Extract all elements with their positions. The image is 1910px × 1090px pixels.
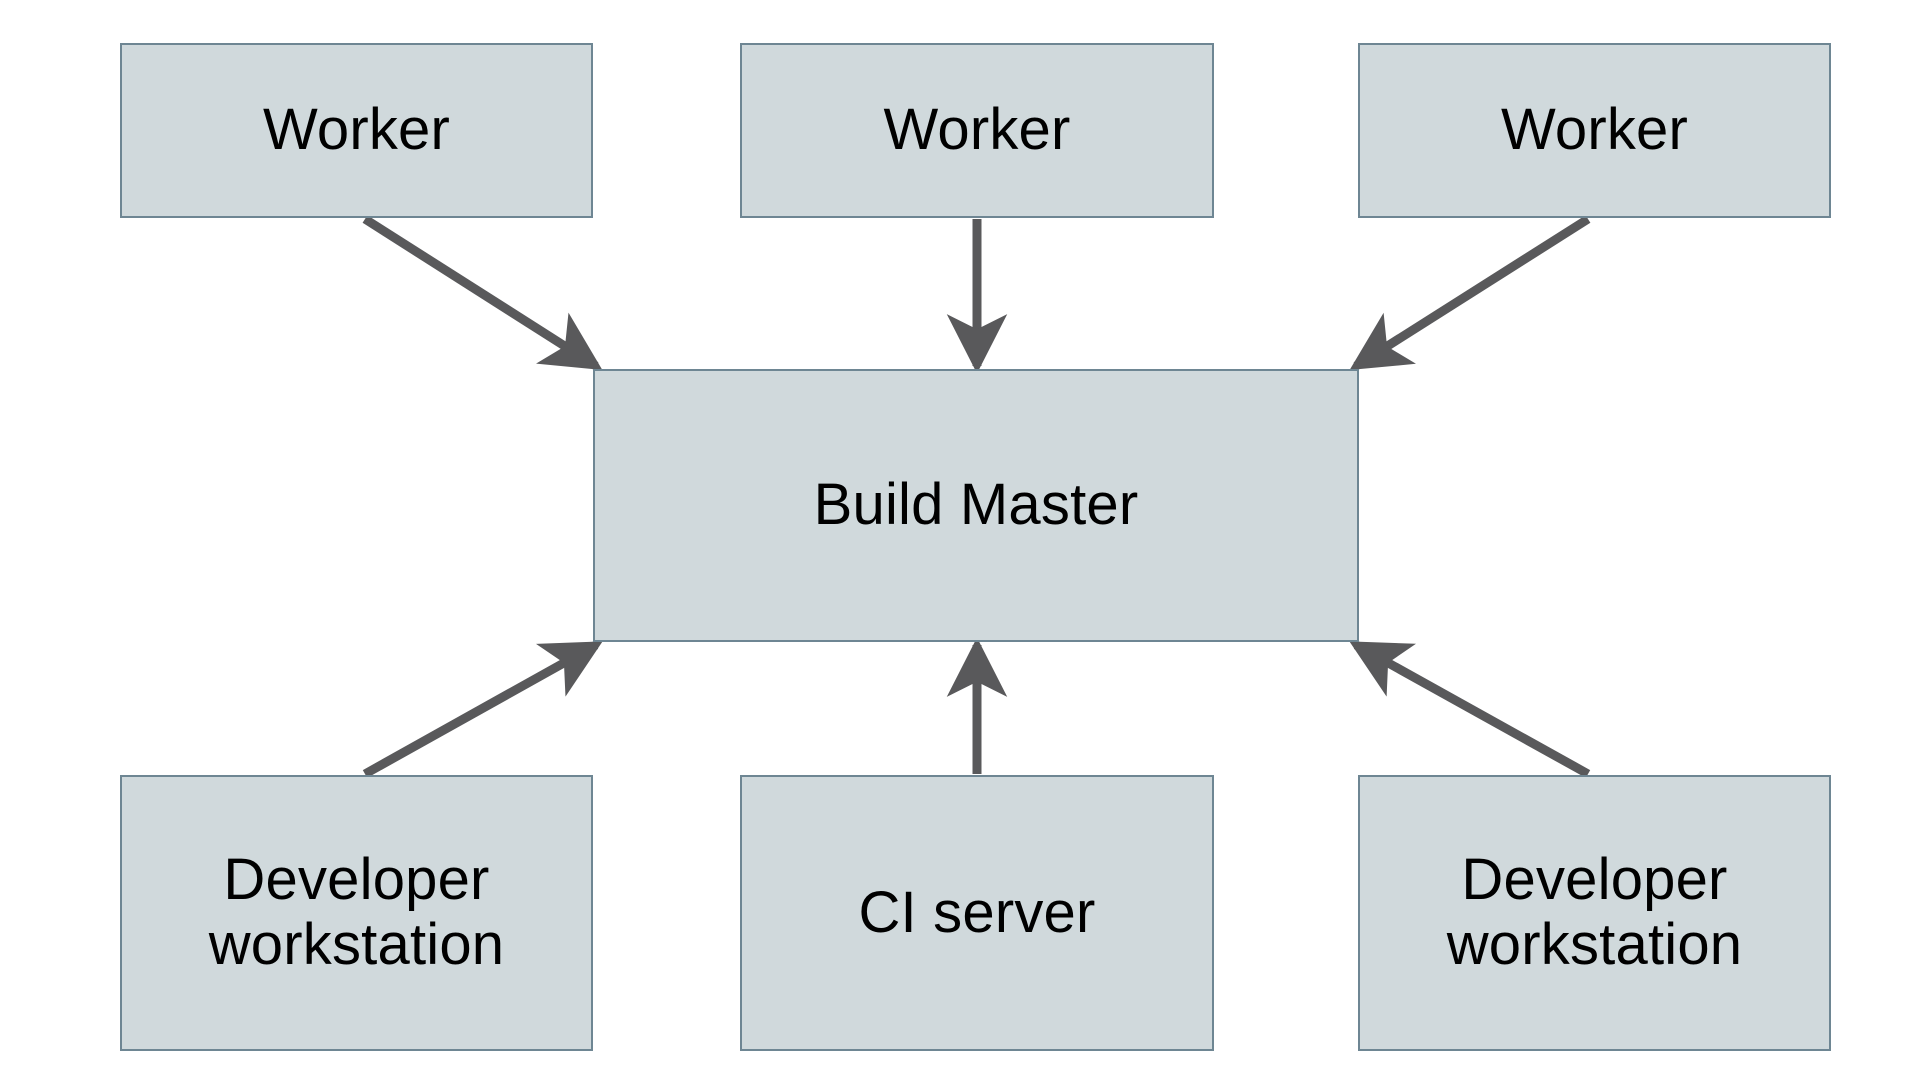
node-worker-2-label: Worker	[883, 97, 1071, 163]
node-worker-2[interactable]: Worker	[740, 43, 1214, 218]
node-developer-workstation-left[interactable]: Developer workstation	[120, 775, 593, 1051]
node-ci-server-label: CI server	[858, 879, 1096, 945]
edge-dev-1-to-master	[362, 641, 603, 778]
edge-worker-3-to-master	[1349, 215, 1591, 371]
node-worker-1-label: Worker	[262, 97, 451, 163]
node-worker-3-label: Worker	[1500, 97, 1689, 163]
node-build-master-label: Build Master	[813, 472, 1139, 538]
node-build-master[interactable]: Build Master	[593, 369, 1359, 642]
node-developer-workstation-right[interactable]: Developer workstation	[1358, 775, 1831, 1051]
edge-worker-1-to-master	[362, 215, 603, 371]
node-worker-1[interactable]: Worker	[120, 43, 593, 218]
node-developer-workstation-left-label: Developer workstation	[208, 847, 505, 977]
edge-dev-2-to-master	[1349, 641, 1591, 778]
node-worker-3[interactable]: Worker	[1358, 43, 1831, 218]
node-developer-workstation-right-label: Developer workstation	[1446, 847, 1743, 977]
node-ci-server[interactable]: CI server	[740, 775, 1214, 1051]
